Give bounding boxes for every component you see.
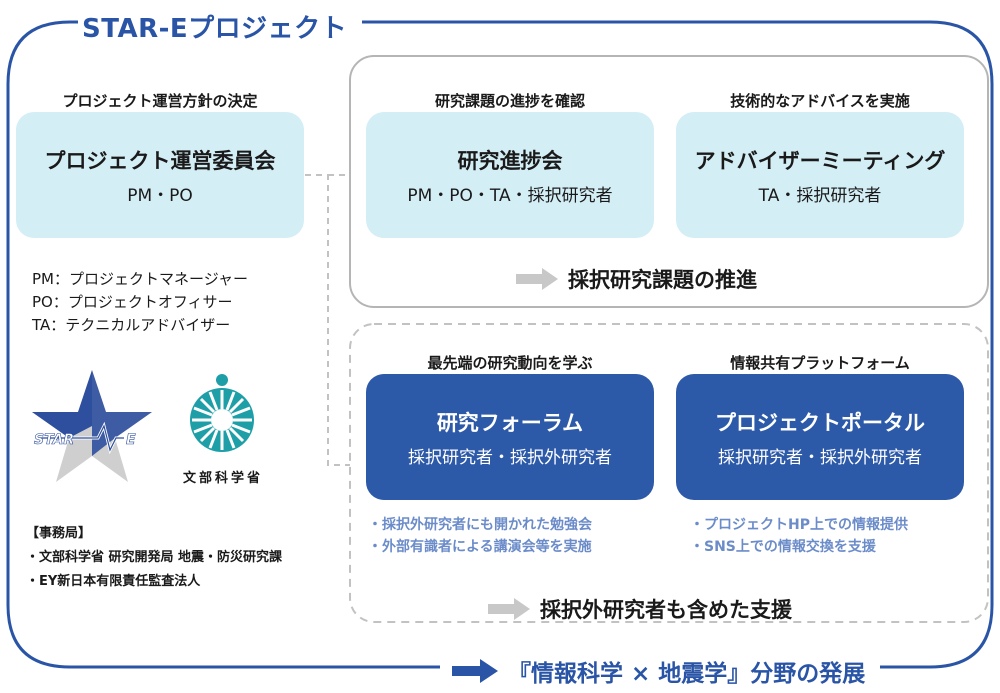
- legend-item-po: PO：プロジェクトオフィサー: [32, 293, 233, 311]
- progress-meeting-box: 研究進捗会 PM・PO・TA・採択研究者: [366, 112, 654, 238]
- research-forum-box: 研究フォーラム 採択研究者・採択外研究者: [366, 374, 654, 500]
- portal-bullet: ・SNS上での情報交換を支援: [690, 539, 876, 555]
- outer-frame-line: [6, 20, 994, 669]
- project-portal-box: プロジェクトポータル 採択研究者・採択外研究者: [676, 374, 964, 500]
- outside-group-frame: [349, 323, 989, 623]
- research-forum-members: 採択研究者・採択外研究者: [408, 447, 612, 468]
- forum-bullets: ・採択外研究者にも開かれた勉強会 ・外部有識者による講演会等を実施: [368, 514, 592, 558]
- outcome: 『情報科学 × 地震学』分野の発展: [452, 654, 865, 688]
- ministry-emblem-icon: [190, 374, 254, 452]
- role-legend: PM：プロジェクトマネージャー PO：プロジェクトオフィサー TA：テクニカルア…: [32, 268, 248, 337]
- legend-item-pm: PM：プロジェクトマネージャー: [32, 270, 248, 288]
- page-title: STAR-Eプロジェクト: [82, 14, 348, 44]
- research-forum-name: 研究フォーラム: [436, 410, 584, 435]
- advisory-meeting-name: アドバイザーミーティング: [694, 148, 946, 173]
- arrow-right-icon: [452, 659, 498, 683]
- outcome-label: 『情報科学 × 地震学』分野の発展: [508, 661, 866, 687]
- committee-members: PM・PO: [127, 185, 193, 206]
- star-e-logo: STAR E: [32, 370, 152, 482]
- forum-bullet: ・採択外研究者にも開かれた勉強会: [368, 517, 592, 533]
- progress-meeting-members: PM・PO・TA・採択研究者: [407, 185, 613, 206]
- advisory-meeting-members: TA・採択研究者: [758, 185, 882, 206]
- ministry-logo-label: 文部科学省: [183, 471, 264, 486]
- portal-caption: 情報共有プラットフォーム: [730, 354, 910, 372]
- arrow-right-icon: [488, 598, 530, 620]
- adopted-result: 採択研究課題の推進: [516, 264, 757, 294]
- advisory-meeting-box: アドバイザーミーティング TA・採択研究者: [676, 112, 964, 238]
- project-portal-members: 採択研究者・採択外研究者: [718, 447, 922, 468]
- project-portal-name: プロジェクトポータル: [715, 410, 925, 435]
- legend-item-ta: TA：テクニカルアドバイザー: [32, 316, 231, 334]
- portal-bullet: ・プロジェクトHP上での情報提供: [690, 517, 908, 533]
- adopted-group-frame: [349, 55, 989, 308]
- committee-box: プロジェクト運営委員会 PM・PO: [16, 112, 304, 238]
- secretariat-block: 【事務局】 ・文部科学省 研究開発局 地震・防災研究課 ・EY新日本有限責任監査…: [26, 522, 282, 594]
- committee-caption: プロジェクト運営方針の決定: [62, 92, 258, 110]
- outside-result-label: 採択外研究者も含めた支援: [540, 598, 792, 622]
- forum-bullet: ・外部有識者による講演会等を実施: [368, 539, 592, 555]
- forum-caption: 最先端の研究動向を学ぶ: [427, 354, 593, 372]
- outside-result: 採択外研究者も含めた支援: [488, 594, 792, 624]
- committee-connector: [305, 174, 350, 466]
- arrow-right-icon: [516, 268, 558, 290]
- progress-caption: 研究課題の進捗を確認: [434, 92, 585, 110]
- adopted-result-label: 採択研究課題の推進: [568, 268, 757, 292]
- secretariat-heading: 【事務局】: [26, 526, 92, 541]
- star-e-logo-text: STAR: [34, 432, 74, 448]
- committee-name: プロジェクト運営委員会: [44, 148, 276, 173]
- progress-meeting-name: 研究進捗会: [457, 148, 563, 173]
- secretariat-item: ・EY新日本有限責任監査法人: [26, 574, 201, 589]
- star-e-logo-suffix: E: [126, 432, 136, 448]
- secretariat-item: ・文部科学省 研究開発局 地震・防災研究課: [26, 550, 283, 565]
- portal-bullets: ・プロジェクトHP上での情報提供 ・SNS上での情報交換を支援: [690, 514, 908, 558]
- advisory-caption: 技術的なアドバイスを実施: [730, 92, 910, 110]
